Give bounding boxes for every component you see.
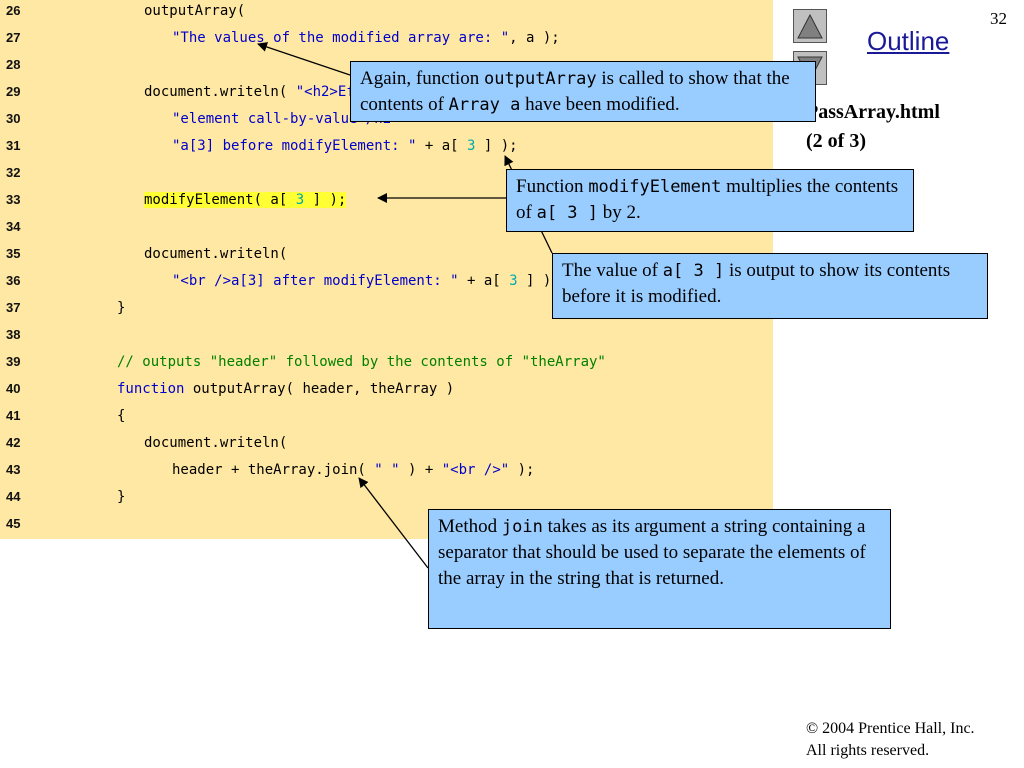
line-number: 28: [6, 57, 21, 72]
line-number: 29: [6, 84, 21, 99]
callout-text: have been modified.: [520, 94, 680, 115]
line-number: 38: [6, 327, 21, 342]
code-line: 32: [0, 163, 773, 190]
copyright-line: © 2004 Prentice Hall, Inc.: [806, 720, 975, 737]
callout-value: The value of a[ 3 ] is output to show it…: [552, 253, 988, 319]
callout-code: outputArray: [484, 69, 597, 89]
callout-text: Method: [438, 516, 502, 537]
callout-code: join: [501, 517, 543, 537]
code-line: 31 "a[3] before modifyElement: " + a[ 3 ]…: [0, 136, 773, 163]
line-number: 45: [6, 516, 21, 531]
line-number: 44: [6, 489, 21, 504]
line-number: 33: [6, 192, 21, 207]
callout-text: takes as its argument a string containin…: [438, 516, 866, 589]
code-line: 43 header + theArray.join( " " ) + "<br /…: [0, 460, 773, 487]
line-number: 30: [6, 111, 21, 126]
line-number: 35: [6, 246, 21, 261]
line-number: 43: [6, 462, 21, 477]
line-number: 42: [6, 435, 21, 450]
code-line: 34: [0, 217, 773, 244]
code-line: 38: [0, 325, 773, 352]
callout-text: The value of: [562, 260, 663, 281]
code-line: 40 function outputArray( header, theArray…: [0, 379, 773, 406]
code-line: 45: [0, 514, 773, 541]
arrow-join: [358, 477, 429, 569]
code-line: 41 {: [0, 406, 773, 433]
line-code-text: outputArray(: [144, 3, 246, 19]
line-number: 31: [6, 138, 21, 153]
line-number: 41: [6, 408, 21, 423]
copyright-line: All rights reserved.: [806, 742, 930, 759]
code-line: 44}: [0, 487, 773, 514]
line-code-text: modifyElement( a[ 3 ] );: [144, 192, 347, 208]
outline-link[interactable]: Outline: [867, 26, 950, 56]
callout-code: Array a: [448, 95, 521, 115]
line-code-text: function outputArray( header, theArray ): [117, 381, 455, 397]
code-line: 39 // outputs "header" followed by the co…: [0, 352, 773, 379]
code-line: 42 document.writeln(: [0, 433, 773, 460]
callout-join: Method join takes as its argument a stri…: [428, 509, 891, 629]
line-code-text: document.writeln(: [144, 435, 288, 451]
callout-code: a[ 3 ]: [536, 203, 598, 223]
code-line: 36 "<br />a[3] after modifyElement: " + a…: [0, 271, 773, 298]
callout-text: Function: [516, 176, 589, 197]
page-number: 32: [990, 9, 1007, 28]
callout-text: multiplies the contents of: [516, 176, 899, 223]
line-number: 36: [6, 273, 21, 288]
code-line: 27 "The values of the modified array are:…: [0, 28, 773, 55]
code-line: 28: [0, 55, 773, 82]
file-name: PassArray.html: [806, 101, 940, 123]
callout-code: a[ 3 ]: [662, 261, 725, 281]
line-number: 40: [6, 381, 21, 396]
line-number: 39: [6, 354, 21, 369]
code-line: 26 outputArray(: [0, 1, 773, 28]
callout-text: by 2.: [598, 202, 641, 223]
line-code-text: "The values of the modified array are: "…: [172, 30, 560, 46]
line-code-text: }: [117, 489, 126, 505]
line-code-text: }: [117, 300, 126, 316]
callout-text: Again, function: [360, 68, 485, 89]
line-code-text: header + theArray.join( " " ) + "<br />"…: [172, 462, 535, 478]
triangle-up-icon: [797, 13, 823, 39]
callout-code: modifyElement: [588, 177, 722, 197]
code-line: 33 modifyElement( a[ 3 ] );: [0, 190, 773, 217]
file-part: (2 of 3): [806, 130, 866, 152]
callout-text: is called to show that the contents of: [360, 68, 790, 115]
line-code-text: {: [117, 408, 126, 424]
callout-outputArray: Again, function outputArray is called to…: [350, 61, 816, 122]
arrow-outputArray: [257, 42, 351, 76]
line-number: 37: [6, 300, 21, 315]
line-code-text: "<br />a[3] after modifyElement: " + a[ …: [172, 273, 560, 289]
callout-modifyElement: Function modifyElement multiplies the co…: [506, 169, 914, 232]
line-number: 32: [6, 165, 21, 180]
copyright-notice: © 2004 Prentice Hall, Inc. All rights re…: [806, 718, 975, 762]
code-line: 35 document.writeln(: [0, 244, 773, 271]
line-code-text: "a[3] before modifyElement: " + a[ 3 ] )…: [172, 138, 518, 154]
line-number: 26: [6, 3, 21, 18]
line-number: 27: [6, 30, 21, 45]
code-line: 37}: [0, 298, 773, 325]
previous-slide-button[interactable]: [793, 9, 827, 43]
line-code-text: // outputs "header" followed by the cont…: [117, 354, 606, 370]
callout-text: is output to show its contents before it…: [562, 260, 951, 307]
line-code-text: document.writeln(: [144, 246, 288, 262]
line-number: 34: [6, 219, 21, 234]
